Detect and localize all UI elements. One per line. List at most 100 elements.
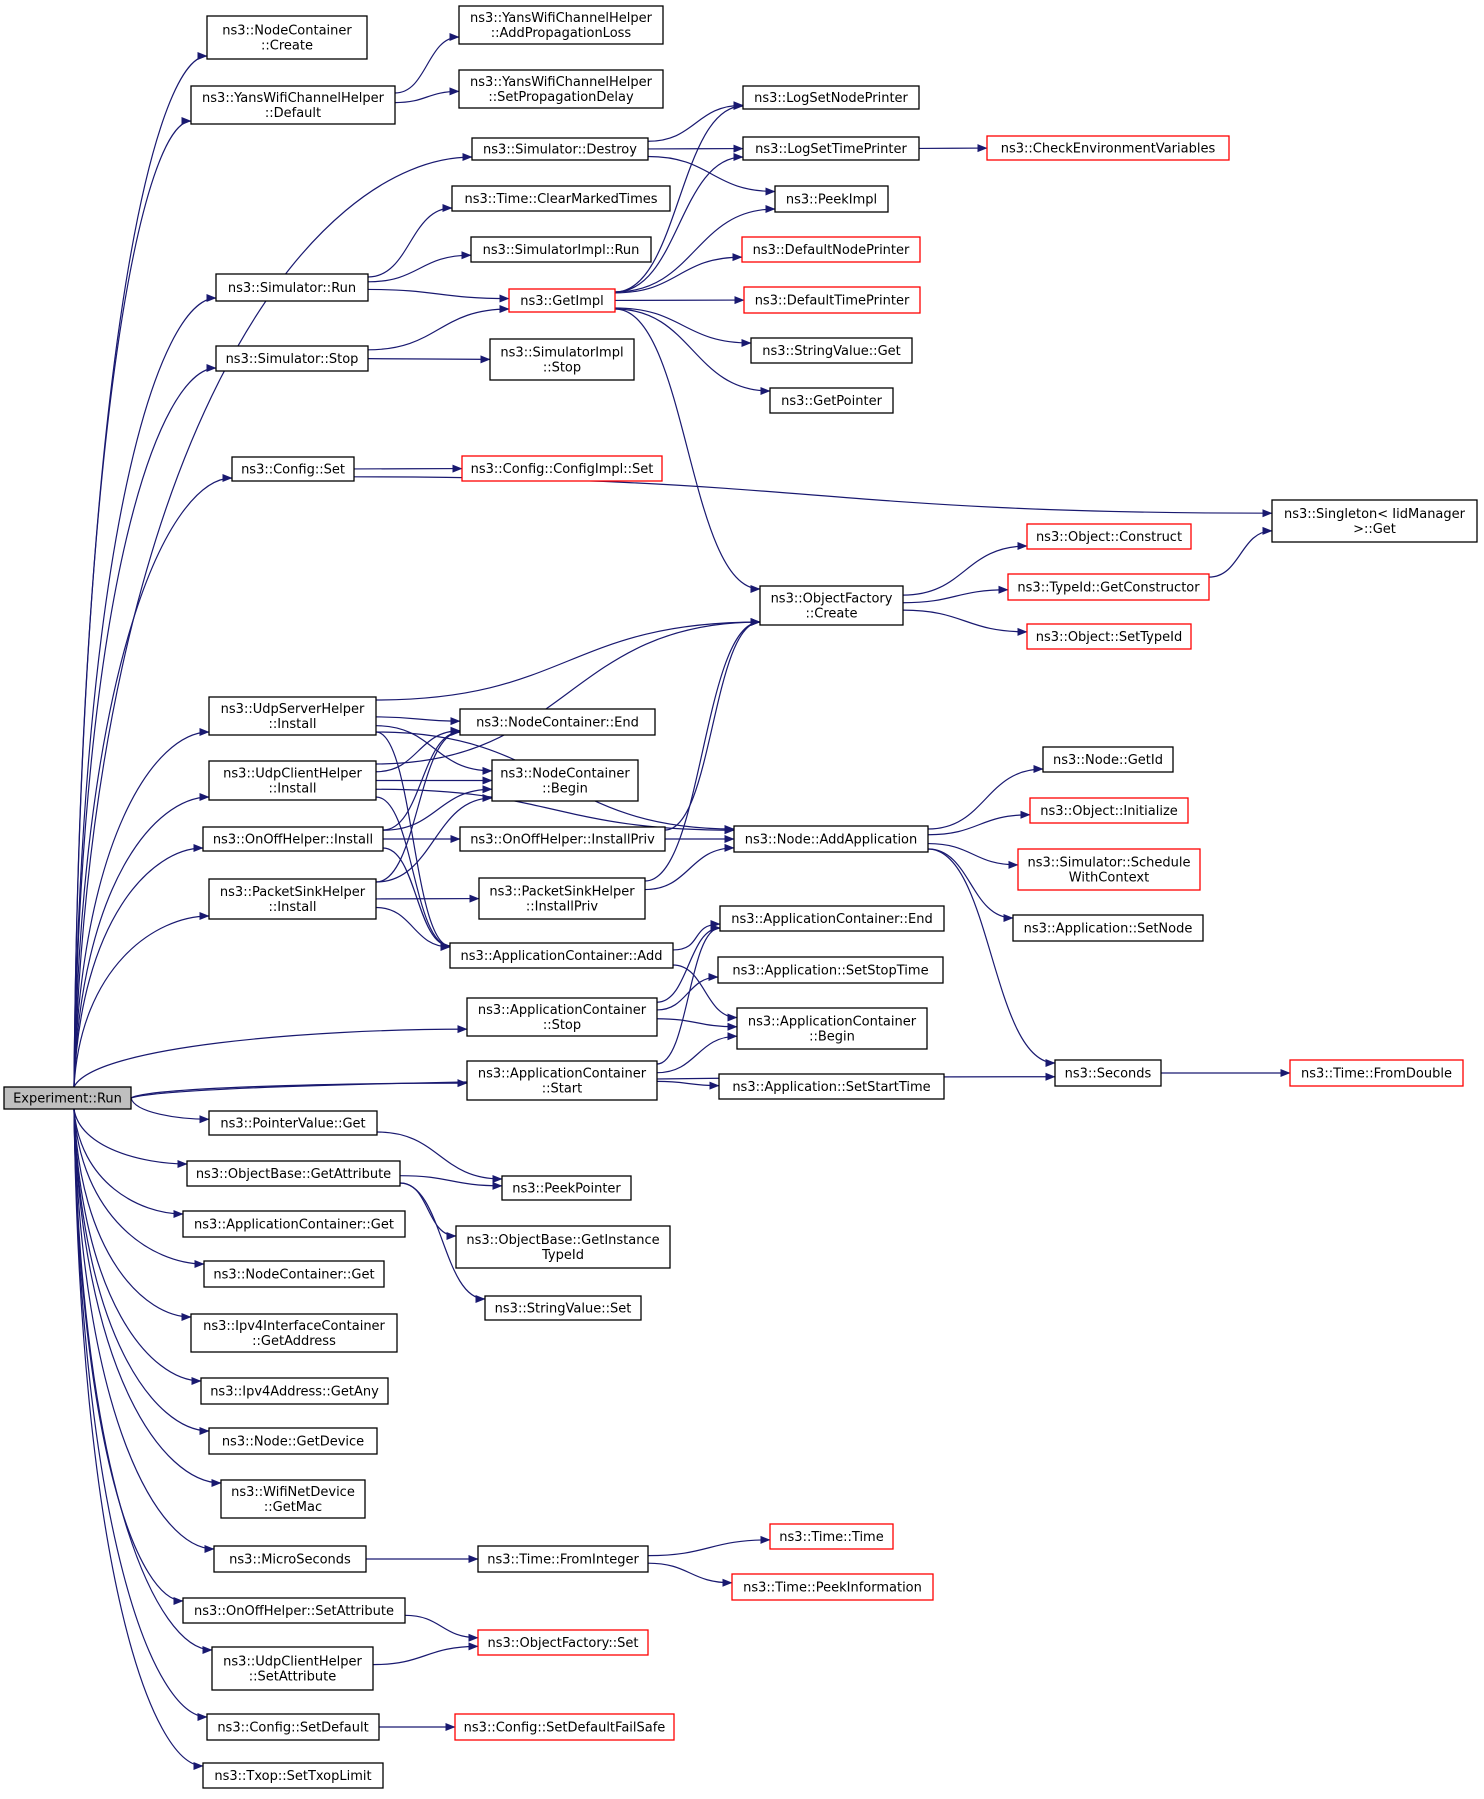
node-box[interactable]: [206, 1713, 380, 1741]
node-time-time[interactable]: ns3::Time::Time: [769, 1523, 894, 1550]
node-onoff-install[interactable]: ns3::OnOffHelper::Install: [202, 826, 384, 852]
node-nc-get[interactable]: ns3::NodeContainer::Get: [203, 1260, 385, 1288]
node-box[interactable]: [454, 1713, 675, 1741]
node-box[interactable]: [731, 1573, 934, 1601]
node-box[interactable]: [202, 1762, 384, 1789]
node-box[interactable]: [774, 185, 889, 213]
node-box[interactable]: [215, 273, 369, 302]
node-onoff-setattr[interactable]: ns3::OnOffHelper::SetAttribute: [182, 1597, 406, 1624]
node-box[interactable]: [471, 137, 649, 161]
node-box[interactable]: [743, 286, 921, 314]
node-box[interactable]: [508, 288, 616, 313]
node-object-construct[interactable]: ns3::Object::Construct: [1026, 523, 1192, 550]
node-box[interactable]: [208, 878, 377, 920]
node-box[interactable]: [200, 1377, 389, 1405]
node-nc-end[interactable]: ns3::NodeContainer::End: [459, 708, 656, 736]
node-box[interactable]: [1017, 848, 1201, 891]
node-object-settypeid[interactable]: ns3::Object::SetTypeId: [1026, 623, 1192, 650]
node-box[interactable]: [458, 5, 664, 45]
node-ywch-default[interactable]: ns3::YansWifiChannelHelper::Default: [190, 85, 396, 125]
node-simimpl-run[interactable]: ns3::SimulatorImpl::Run: [470, 236, 652, 263]
node-box[interactable]: [736, 1007, 928, 1050]
node-getpointer[interactable]: ns3::GetPointer: [769, 387, 894, 414]
node-box[interactable]: [466, 1060, 658, 1101]
node-node-addapp[interactable]: ns3::Node::AddApplication: [733, 825, 929, 853]
node-box[interactable]: [501, 1175, 632, 1201]
node-box[interactable]: [1042, 746, 1174, 773]
node-appcont-start[interactable]: ns3::ApplicationContainer::Start: [466, 1060, 658, 1101]
node-box[interactable]: [1271, 499, 1478, 543]
node-box[interactable]: [208, 1427, 378, 1455]
node-getimpl[interactable]: ns3::GetImpl: [508, 288, 616, 313]
node-box[interactable]: [208, 1110, 378, 1136]
node-box[interactable]: [213, 1545, 367, 1573]
node-seconds[interactable]: ns3::Seconds: [1054, 1059, 1162, 1087]
node-box[interactable]: [470, 236, 652, 263]
node-box[interactable]: [1054, 1059, 1162, 1087]
node-box[interactable]: [202, 826, 384, 852]
node-box[interactable]: [211, 1646, 374, 1691]
node-checkenv[interactable]: ns3::CheckEnvironmentVariables: [986, 135, 1230, 161]
node-box[interactable]: [1026, 623, 1192, 650]
node-box[interactable]: [741, 236, 921, 263]
node-ipv4addr-getany[interactable]: ns3::Ipv4Address::GetAny: [200, 1377, 389, 1405]
node-configimpl-set[interactable]: ns3::Config::ConfigImpl::Set: [461, 455, 663, 482]
node-object-initialize[interactable]: ns3::Object::Initialize: [1029, 797, 1189, 824]
node-logsettimeprinter[interactable]: ns3::LogSetTimePrinter: [742, 136, 920, 161]
node-box[interactable]: [182, 1210, 406, 1238]
node-txop-settxoplimit[interactable]: ns3::Txop::SetTxopLimit: [202, 1762, 384, 1789]
node-box[interactable]: [215, 345, 369, 372]
node-box[interactable]: [182, 1597, 406, 1624]
node-objfactory-set[interactable]: ns3::ObjectFactory::Set: [477, 1629, 649, 1656]
node-box[interactable]: [769, 387, 894, 414]
node-box[interactable]: [733, 825, 929, 853]
node-appcont-add[interactable]: ns3::ApplicationContainer::Add: [449, 942, 674, 969]
node-box[interactable]: [203, 1260, 385, 1288]
node-box[interactable]: [458, 69, 664, 109]
node-box[interactable]: [477, 1545, 649, 1573]
node-wifinetdev-getmac[interactable]: ns3::WifiNetDevice::GetMac: [220, 1479, 366, 1519]
node-box[interactable]: [742, 85, 920, 110]
node-peekimpl[interactable]: ns3::PeekImpl: [774, 185, 889, 213]
node-onoff-installpriv[interactable]: ns3::OnOffHelper::InstallPriv: [459, 826, 666, 852]
node-box[interactable]: [717, 956, 944, 984]
node-box[interactable]: [449, 942, 674, 969]
node-typeid-getconstructor[interactable]: ns3::TypeId::GetConstructor: [1007, 573, 1210, 601]
node-box[interactable]: [1026, 523, 1192, 550]
node-box[interactable]: [986, 135, 1230, 161]
node-box[interactable]: [489, 338, 635, 381]
node-box[interactable]: [220, 1479, 366, 1519]
node-box[interactable]: [186, 1160, 401, 1187]
node-box[interactable]: [206, 15, 368, 60]
node-box[interactable]: [459, 708, 656, 736]
node-root[interactable]: Experiment::Run: [3, 1086, 132, 1110]
node-time-peekinfo[interactable]: ns3::Time::PeekInformation: [731, 1573, 934, 1601]
node-box[interactable]: [208, 760, 377, 801]
node-box[interactable]: [459, 826, 666, 852]
node-singleton-get[interactable]: ns3::Singleton< IidManager >::Get: [1271, 499, 1478, 543]
node-node-getid[interactable]: ns3::Node::GetId: [1042, 746, 1174, 773]
node-box[interactable]: [1029, 797, 1189, 824]
node-simimpl-stop[interactable]: ns3::SimulatorImpl::Stop: [489, 338, 635, 381]
node-box[interactable]: [208, 696, 377, 736]
node-box[interactable]: [477, 1629, 649, 1656]
node-box[interactable]: [451, 185, 671, 212]
node-sim-destroy[interactable]: ns3::Simulator::Destroy: [471, 137, 649, 161]
node-peekpointer[interactable]: ns3::PeekPointer: [501, 1175, 632, 1201]
node-sim-stop[interactable]: ns3::Simulator::Stop: [215, 345, 369, 372]
node-sim-run[interactable]: ns3::Simulator::Run: [215, 273, 369, 302]
node-box[interactable]: [718, 1073, 945, 1100]
node-box[interactable]: [190, 85, 396, 125]
node-time-frominteger[interactable]: ns3::Time::FromInteger: [477, 1545, 649, 1573]
node-box[interactable]: [466, 997, 658, 1037]
node-box[interactable]: [719, 905, 945, 932]
node-time-fromdouble[interactable]: ns3::Time::FromDouble: [1289, 1059, 1464, 1087]
node-logsetnodeprinter[interactable]: ns3::LogSetNodePrinter: [742, 85, 920, 110]
node-box[interactable]: [1012, 914, 1204, 942]
node-app-setnode[interactable]: ns3::Application::SetNode: [1012, 914, 1204, 942]
node-config-setdefaultfailsafe[interactable]: ns3::Config::SetDefaultFailSafe: [454, 1713, 675, 1741]
node-box[interactable]: [231, 456, 355, 482]
node-box[interactable]: [750, 337, 913, 364]
